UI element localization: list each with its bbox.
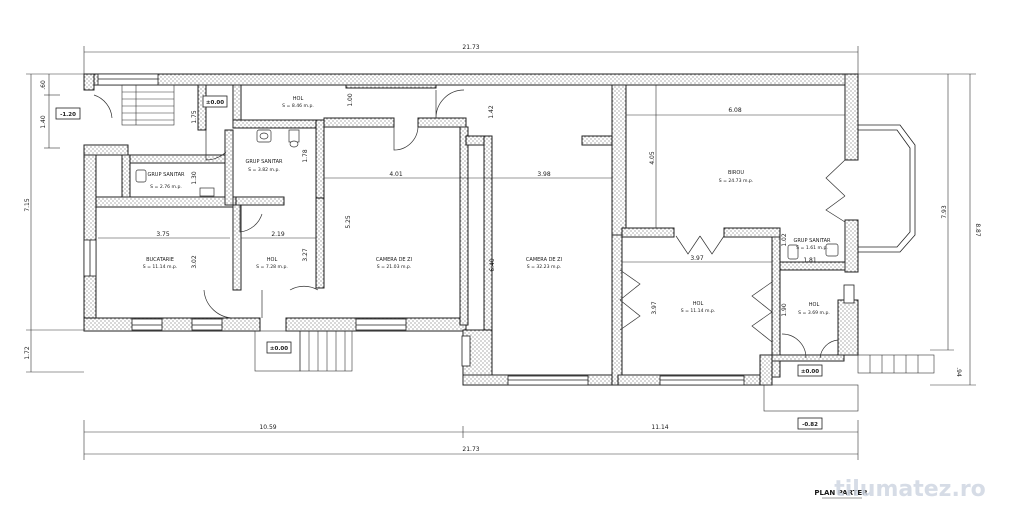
dim-3-02: 3.02 xyxy=(191,255,198,269)
svg-text:S = 11.14 m.p.: S = 11.14 m.p. xyxy=(143,264,178,270)
svg-text:S = 2.76 m.p.: S = 2.76 m.p. xyxy=(150,184,182,190)
dim-bottom-total: 21.73 xyxy=(462,446,479,453)
svg-text:S = 1.61 m.p.: S = 1.61 m.p. xyxy=(796,245,828,251)
dim-4-05: 4.05 xyxy=(649,151,656,165)
room-birou: BIROU S = 24.73 m.p. xyxy=(719,170,754,184)
svg-text:S = 21.03 m.p.: S = 21.03 m.p. xyxy=(377,264,412,270)
dim-2-19: 2.19 xyxy=(271,231,285,238)
svg-text:BUCATARIE: BUCATARIE xyxy=(146,257,174,263)
svg-text:CAMERA DE ZI: CAMERA DE ZI xyxy=(526,257,562,263)
watermark: tilumatez.ro xyxy=(834,477,986,502)
dim-1-00: 1.00 xyxy=(347,93,354,107)
dimension-lines xyxy=(26,46,976,460)
dim-left-a: 1.40 xyxy=(40,115,47,129)
room-hol-center: HOL S = 11.14 m.p. xyxy=(681,301,716,314)
dim-3-27: 3.27 xyxy=(302,248,309,262)
level-stair-left: -1.20 xyxy=(60,112,76,118)
dim-right-inner: 7.93 xyxy=(941,205,948,219)
svg-text:CAMERA DE ZI: CAMERA DE ZI xyxy=(376,257,412,263)
room-camera-zi-1: CAMERA DE ZI S = 21.03 m.p. xyxy=(376,257,412,270)
dim-3-98: 3.98 xyxy=(537,171,551,178)
level-bottom-right: ±0.00 xyxy=(801,369,819,375)
svg-text:GRUP SANITAR: GRUP SANITAR xyxy=(245,159,283,165)
room-labels: HOL S = 8.46 m.p. GRUP SANITAR S = 2.76 … xyxy=(143,96,831,316)
room-grup-sanitar-right: GRUP SANITAR S = 1.61 m.p. xyxy=(793,238,831,251)
dim-left-upper: 7.15 xyxy=(24,198,31,212)
svg-text:S = 24.73 m.p.: S = 24.73 m.p. xyxy=(719,178,754,184)
dim-6-08: 6.08 xyxy=(728,107,742,114)
dim-bottom-right: 11.14 xyxy=(651,424,668,431)
dim-right-small: .94 xyxy=(955,367,962,377)
svg-text:S = 11.14 m.p.: S = 11.14 m.p. xyxy=(681,308,716,314)
level-entry-top: ±0.00 xyxy=(206,100,224,106)
dim-6-40: 6.40 xyxy=(489,258,496,272)
room-grup-sanitar: GRUP SANITAR S = 3.82 m.p. xyxy=(245,159,283,173)
svg-text:S = 8.46 m.p.: S = 8.46 m.p. xyxy=(282,103,314,109)
dim-3-97-v: 3.97 xyxy=(651,301,658,315)
svg-text:GRUP SANITAR: GRUP SANITAR xyxy=(793,238,831,244)
dim-1-75: 1.75 xyxy=(191,110,198,124)
dim-right-outer: 8.87 xyxy=(974,223,981,237)
svg-text:S = 7.28 m.p.: S = 7.28 m.p. xyxy=(256,264,288,270)
sanitary-fixtures xyxy=(135,129,839,260)
room-bucatarie: BUCATARIE S = 11.14 m.p. xyxy=(143,257,178,270)
svg-text:HOL: HOL xyxy=(293,96,304,102)
dim-1-81: 1.81 xyxy=(803,257,817,264)
dim-top-total: 21.73 xyxy=(462,44,479,51)
walls xyxy=(83,73,916,386)
plan-title: PLAN PARTER xyxy=(814,489,868,497)
dim-1-78: 1.78 xyxy=(302,149,309,163)
dim-4-01: 4.01 xyxy=(389,171,403,178)
dim-left-lower: 1.72 xyxy=(24,346,31,360)
room-hol-top: HOL S = 8.46 m.p. xyxy=(282,96,314,109)
svg-text:HOL: HOL xyxy=(267,257,278,263)
svg-text:GRUP SANITAR: GRUP SANITAR xyxy=(147,172,185,178)
svg-text:HOL: HOL xyxy=(693,301,704,307)
svg-text:HOL: HOL xyxy=(809,302,820,308)
doors xyxy=(93,89,846,359)
dim-3-75: 3.75 xyxy=(156,231,170,238)
level-bottom-right-low: -0.82 xyxy=(802,422,818,428)
svg-text:S = 32.23 m.p.: S = 32.23 m.p. xyxy=(527,264,562,270)
dim-1-02: 1.02 xyxy=(781,233,788,247)
room-hol-right: HOL S = 3.69 m.p. xyxy=(798,302,830,316)
dim-1-30: 1.30 xyxy=(191,171,198,185)
dim-3-97-h: 3.97 xyxy=(690,255,704,262)
stairs xyxy=(121,84,935,412)
dim-1-42: 1.42 xyxy=(488,105,495,119)
room-grup-sanitar-mic: GRUP SANITAR S = 2.76 m.p. xyxy=(147,172,185,190)
dim-bottom-left: 10.59 xyxy=(259,424,276,431)
level-markers: ±0.00 -1.20 ±0.00 ±0.00 -0.82 xyxy=(55,95,823,430)
dim-1-90: 1.90 xyxy=(781,303,788,317)
dim-left-b: .60 xyxy=(40,80,47,90)
windows xyxy=(83,73,855,386)
svg-text:S = 3.82 m.p.: S = 3.82 m.p. xyxy=(248,167,280,173)
dimension-labels: 21.73 10.59 11.14 21.73 7.15 1.72 1.40 .… xyxy=(24,44,981,453)
svg-text:BIROU: BIROU xyxy=(728,170,744,176)
dim-5-25: 5.25 xyxy=(345,215,352,229)
room-hol-left: HOL S = 7.28 m.p. xyxy=(256,257,288,270)
level-bottom-left: ±0.00 xyxy=(270,346,288,352)
svg-text:S = 3.69 m.p.: S = 3.69 m.p. xyxy=(798,310,830,316)
room-camera-zi-2: CAMERA DE ZI S = 32.23 m.p. xyxy=(526,257,562,270)
